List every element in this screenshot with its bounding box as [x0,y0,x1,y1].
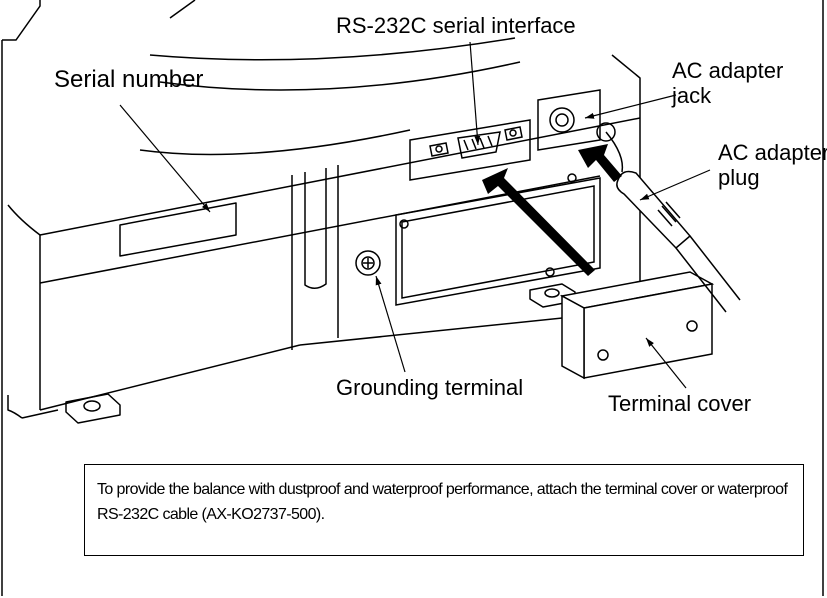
leader-lines [119,41,711,389]
waterproof-note-text: To provide the balance with dustproof an… [97,481,788,523]
grounding-terminal-label: Grounding terminal [336,375,524,400]
insertion-arrows [482,144,622,276]
waterproof-note: To provide the balance with dustproof an… [84,464,804,556]
rs232c-label: RS-232C serial interface [336,13,576,38]
ac-adapter-plug-label: AC adapter plug [718,140,827,190]
terminal-cover-label: Terminal cover [608,391,752,416]
terminal-cover-part [559,271,715,380]
connector-panel [395,89,616,306]
ac-adapter-plug-part [605,131,741,313]
grounding-terminal-part [355,250,381,276]
ac-adapter-jack-label: AC adapter jack [672,58,784,108]
serial-number-label: Serial number [54,66,204,93]
